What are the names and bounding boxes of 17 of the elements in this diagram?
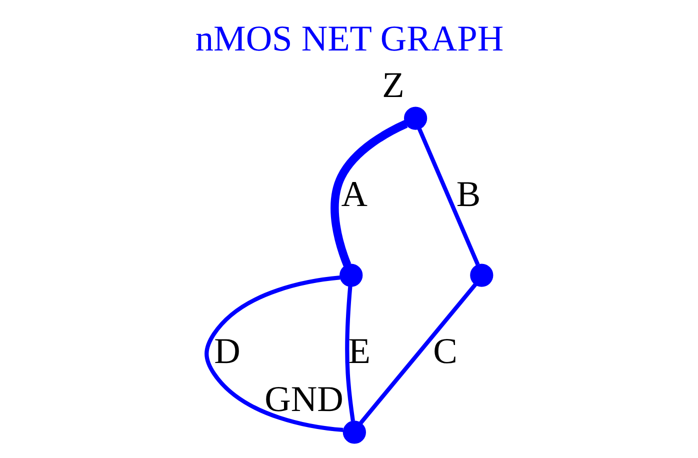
edge-label: D	[214, 331, 240, 372]
edge-label: B	[456, 174, 480, 214]
node-circle	[339, 264, 362, 287]
connector	[344, 286, 354, 422]
edge-label: E	[348, 331, 370, 372]
edge-label: C	[432, 331, 457, 372]
node-label: Z	[382, 64, 404, 105]
node-label: GND	[264, 378, 343, 419]
connector	[358, 283, 477, 424]
connector	[204, 276, 343, 432]
diagram-title: nMOS NET GRAPH	[194, 18, 504, 59]
connector	[416, 128, 480, 266]
edge-label: A	[340, 174, 368, 214]
connector	[330, 120, 408, 267]
node-circle	[342, 420, 366, 444]
node-circle	[404, 106, 427, 130]
node-circle	[470, 264, 493, 287]
